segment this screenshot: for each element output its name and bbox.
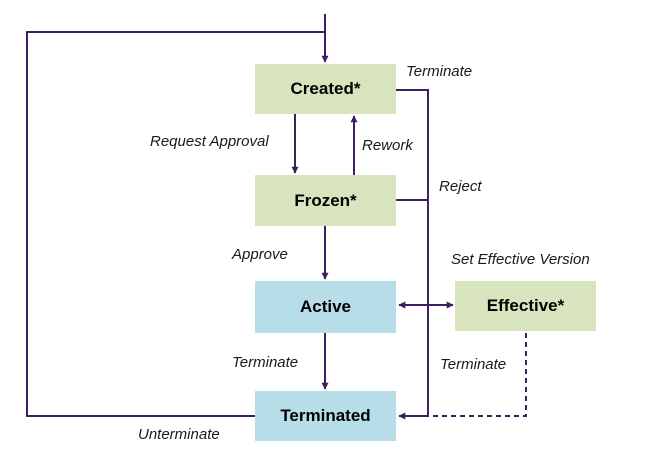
state-terminated: Terminated xyxy=(255,391,396,441)
state-created: Created* xyxy=(255,64,396,114)
label-unterminate: Unterminate xyxy=(138,426,220,443)
label-reject: Reject xyxy=(439,178,482,195)
label-rework: Rework xyxy=(362,137,413,154)
unterminate-connector xyxy=(26,31,325,417)
state-frozen: Frozen* xyxy=(255,175,396,226)
label-request-approval: Request Approval xyxy=(150,133,269,150)
state-effective: Effective* xyxy=(455,281,596,331)
label-set-effective-version: Set Effective Version xyxy=(451,251,590,268)
terminate-created-connector xyxy=(396,89,429,420)
label-terminate-effective: Terminate xyxy=(440,356,507,373)
label-terminate-created: Terminate xyxy=(406,63,473,80)
label-approve: Approve xyxy=(232,246,288,263)
label-terminate-active: Terminate xyxy=(232,354,299,371)
terminate-effective-connector xyxy=(430,333,527,417)
state-active: Active xyxy=(255,281,396,333)
